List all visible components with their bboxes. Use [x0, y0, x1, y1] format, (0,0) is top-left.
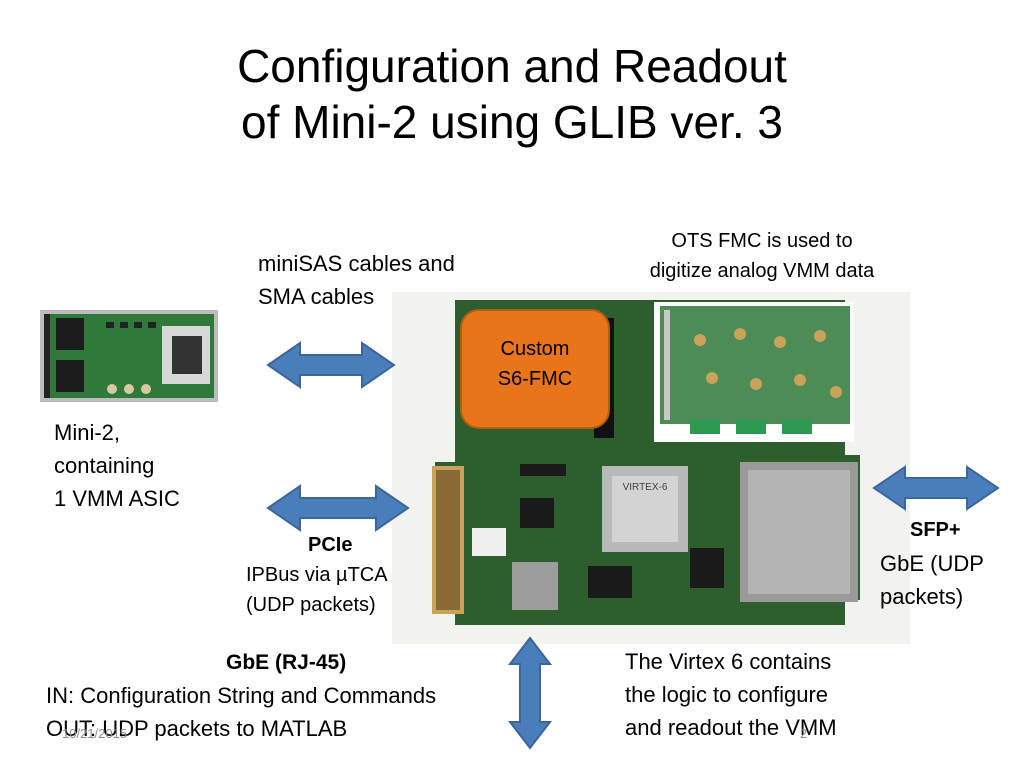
ots-fmc-image: [654, 302, 854, 442]
fpga-chip-label: VIRTEX-6: [622, 482, 668, 493]
custom-fmc-box: [460, 309, 610, 429]
ots-fmc-label: OTS FMC is used to digitize analog VMM d…: [649, 230, 875, 282]
title-line-1: Configuration and Readout: [237, 40, 787, 92]
page-number: 2: [800, 726, 808, 741]
mini2-label: Mini-2, containing 1 VMM ASIC: [54, 420, 180, 511]
slide-title: Configuration and Readout of Mini-2 usin…: [0, 38, 1024, 150]
double-arrow-horizontal-icon: [266, 484, 410, 532]
custom-fmc-label: Custom S6-FMC: [497, 338, 573, 390]
virtex-label: The Virtex 6 contains the logic to confi…: [625, 649, 837, 740]
footer-date: 10/21/2015: [62, 726, 128, 741]
double-arrow-vertical-icon: [507, 636, 553, 750]
sfp-label: SFP+ GbE (UDP packets): [880, 519, 984, 609]
double-arrow-horizontal-icon: [266, 341, 396, 389]
pcie-label: PCIe IPBus via µTCA (UDP packets): [246, 534, 388, 616]
mini2-board-image: [40, 310, 218, 402]
minisas-label: miniSAS cables and SMA cables: [258, 251, 455, 309]
title-line-2: of Mini-2 using GLIB ver. 3: [240, 96, 784, 148]
gbe-rj45-label: GbE (RJ-45) IN: Configuration String and…: [46, 651, 437, 741]
double-arrow-horizontal-icon: [872, 465, 1000, 511]
